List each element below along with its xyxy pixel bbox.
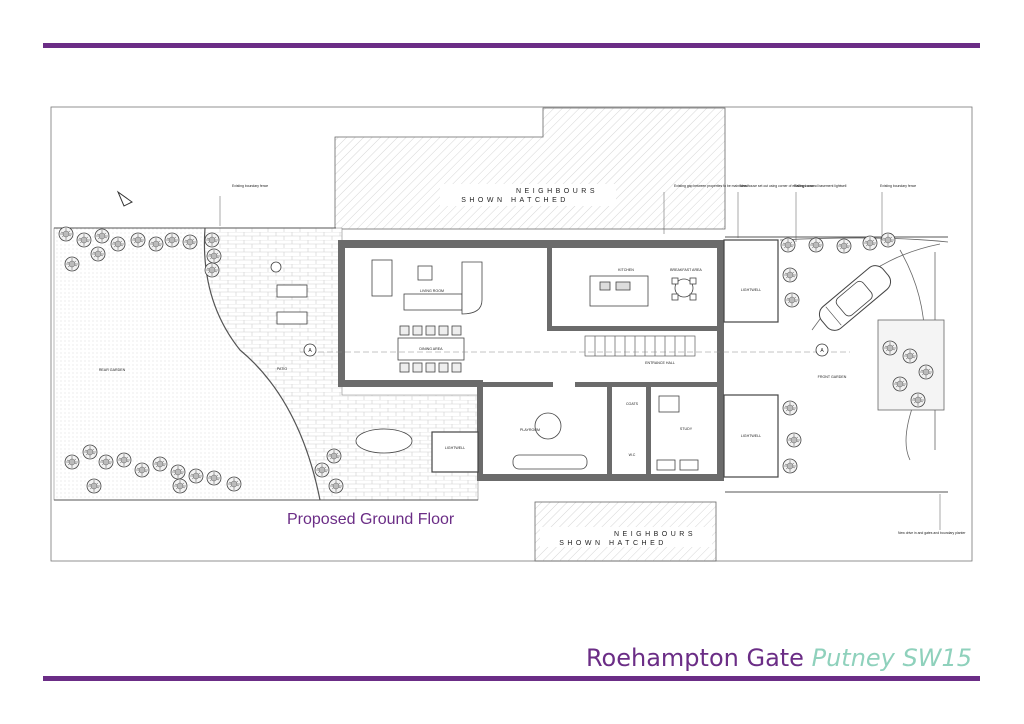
room-label-dining: DINING AREA — [419, 347, 443, 351]
room-label-lightwell-2: LIGHTWELL — [741, 434, 761, 438]
room-label-coats: COATS — [626, 402, 639, 406]
bottom-rule — [43, 676, 980, 681]
note-drive: New drive in and gates and boundary plan… — [898, 531, 966, 535]
note-leaders — [219, 192, 941, 530]
living-furniture — [371, 259, 483, 315]
staircase — [584, 335, 696, 357]
site-boundary — [50, 106, 973, 562]
lightwell-rear — [431, 431, 479, 473]
lightwell-front-bottom — [723, 394, 779, 478]
room-label-playroom: PLAYROOM — [520, 428, 540, 432]
project-title: Roehampton Gate Putney SW15 — [586, 644, 972, 672]
front-garden-shrubs — [780, 232, 934, 474]
room-label-study: STUDY — [680, 427, 693, 431]
room-label-lightwell-1: LIGHTWELL — [741, 288, 761, 292]
room-label-kitchen: KITCHEN — [618, 268, 634, 272]
neighbours-bottom-line2: SHOWN HATCHED — [559, 540, 667, 547]
lightwell-front-top — [723, 239, 779, 323]
room-label-living: LIVING ROOM — [420, 289, 444, 293]
neighbours-bottom-label-bg — [540, 527, 712, 547]
patio-furniture — [270, 261, 413, 454]
note-gap: Existing gap between properties to be ma… — [674, 184, 748, 188]
neighbours-top-hatched — [334, 107, 726, 230]
dining-table — [397, 325, 465, 373]
kitchen-island — [589, 275, 697, 307]
neighbours-top-label-bg — [440, 184, 616, 206]
study-furniture — [656, 395, 699, 471]
top-rule — [43, 43, 980, 48]
neighbours-top-line2: SHOWN HATCHED — [461, 197, 569, 204]
note-boundary-right: Existing boundary fence — [880, 184, 916, 188]
note-railings: Railings around basement lightwell — [794, 184, 847, 188]
section-marker-right: A — [820, 348, 824, 354]
drawing-caption: Proposed Ground Floor — [287, 511, 455, 528]
room-label-patio: PATIO — [277, 367, 287, 371]
playroom-furniture — [512, 412, 588, 470]
car-drawing — [818, 265, 892, 331]
neighbours-bottom-line1: NEIGHBOURS — [614, 531, 696, 538]
room-label-breakfast: BREAKFAST AREA — [670, 268, 702, 272]
project-title-sub: Putney SW15 — [811, 644, 972, 672]
section-markers — [300, 343, 850, 357]
room-label-wc: W.C — [629, 453, 636, 457]
boundary-planter — [877, 319, 945, 411]
room-label-rear-garden: REAR GARDEN — [99, 368, 126, 372]
room-label-lightwell-3: LIGHTWELL — [445, 446, 465, 450]
neighbours-top-line1: NEIGHBOURS — [516, 188, 598, 195]
room-label-front-garden: FRONT GARDEN — [818, 375, 847, 379]
room-label-entrance-hall: ENTRANCE HALL — [645, 361, 675, 365]
note-set-out: New house set out using corner of existi… — [740, 184, 814, 188]
north-arrow-icon — [116, 190, 133, 207]
house-walls — [338, 239, 779, 481]
project-title-main: Roehampton Gate — [585, 644, 804, 672]
section-marker-left: A — [308, 348, 312, 354]
note-boundary-left: Existing boundary fence — [232, 184, 268, 188]
